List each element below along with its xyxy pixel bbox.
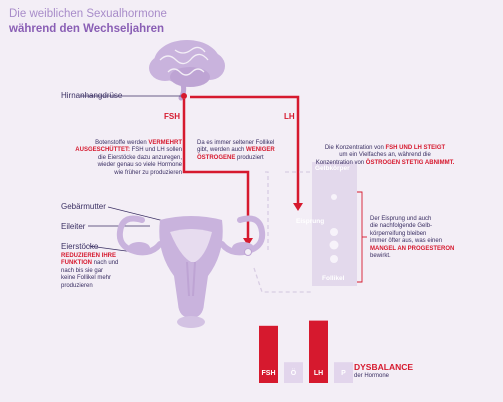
text-eierstoecke: REDUZIEREN IHRE FUNKTION nach und nach b… xyxy=(61,253,119,289)
label-hirnanhangdruese: Hirnanhangdrüse xyxy=(61,91,123,100)
title-line-2: während den Wechseljahren xyxy=(9,23,165,35)
bar-label-0: FSH xyxy=(261,370,276,377)
label-fsh: FSH xyxy=(164,112,180,121)
title-line-1: Die weiblichen Sexualhormone xyxy=(9,8,167,20)
bar-1 xyxy=(284,362,303,383)
bar-label-3: P xyxy=(341,370,346,377)
label-eileiter: Eileiter xyxy=(61,222,86,231)
label-eierstoecke: Eierstöcke xyxy=(61,242,99,251)
text-botenstoffe: Botenstoffe werden VERMEHRT AUSGESCHÜTTE… xyxy=(75,140,182,176)
bar-2 xyxy=(309,320,328,383)
ovary-cycle-line xyxy=(253,267,312,293)
cycle-box xyxy=(312,162,357,286)
bar-label-2: LH xyxy=(313,370,324,377)
cycle-label-gelbkoerper: Gelbkörper xyxy=(315,165,350,172)
fsh-arrow xyxy=(182,99,253,246)
label-gebaermutter: Gebärmutter xyxy=(61,202,106,211)
estrogen-feedback-line xyxy=(262,171,269,250)
cycle-dots xyxy=(329,194,339,263)
cycle-label-follikel: Follikel xyxy=(322,275,345,282)
bar-3 xyxy=(334,362,353,383)
label-lh: LH xyxy=(284,112,295,121)
text-follikel: Da es immer seltener Follikel gibt, werd… xyxy=(197,140,275,161)
chart-subtitle: der Hormone xyxy=(354,373,390,379)
hormone-bar-chart xyxy=(259,320,353,383)
cycle-label-eisprung: Eisprung xyxy=(296,218,325,225)
text-eisprung: Der Eisprung und auch die nachfolgende G… xyxy=(370,216,455,260)
bar-label-1: Ö xyxy=(290,370,297,377)
lh-arrow xyxy=(190,95,303,211)
chart-title: DYSBALANCE xyxy=(354,362,414,372)
uterus-illustration xyxy=(116,215,266,328)
bar-0 xyxy=(259,325,278,383)
brain-illustration xyxy=(149,40,225,101)
text-konzentration: Die Konzentration von FSH UND LH STEIGT … xyxy=(315,145,455,166)
